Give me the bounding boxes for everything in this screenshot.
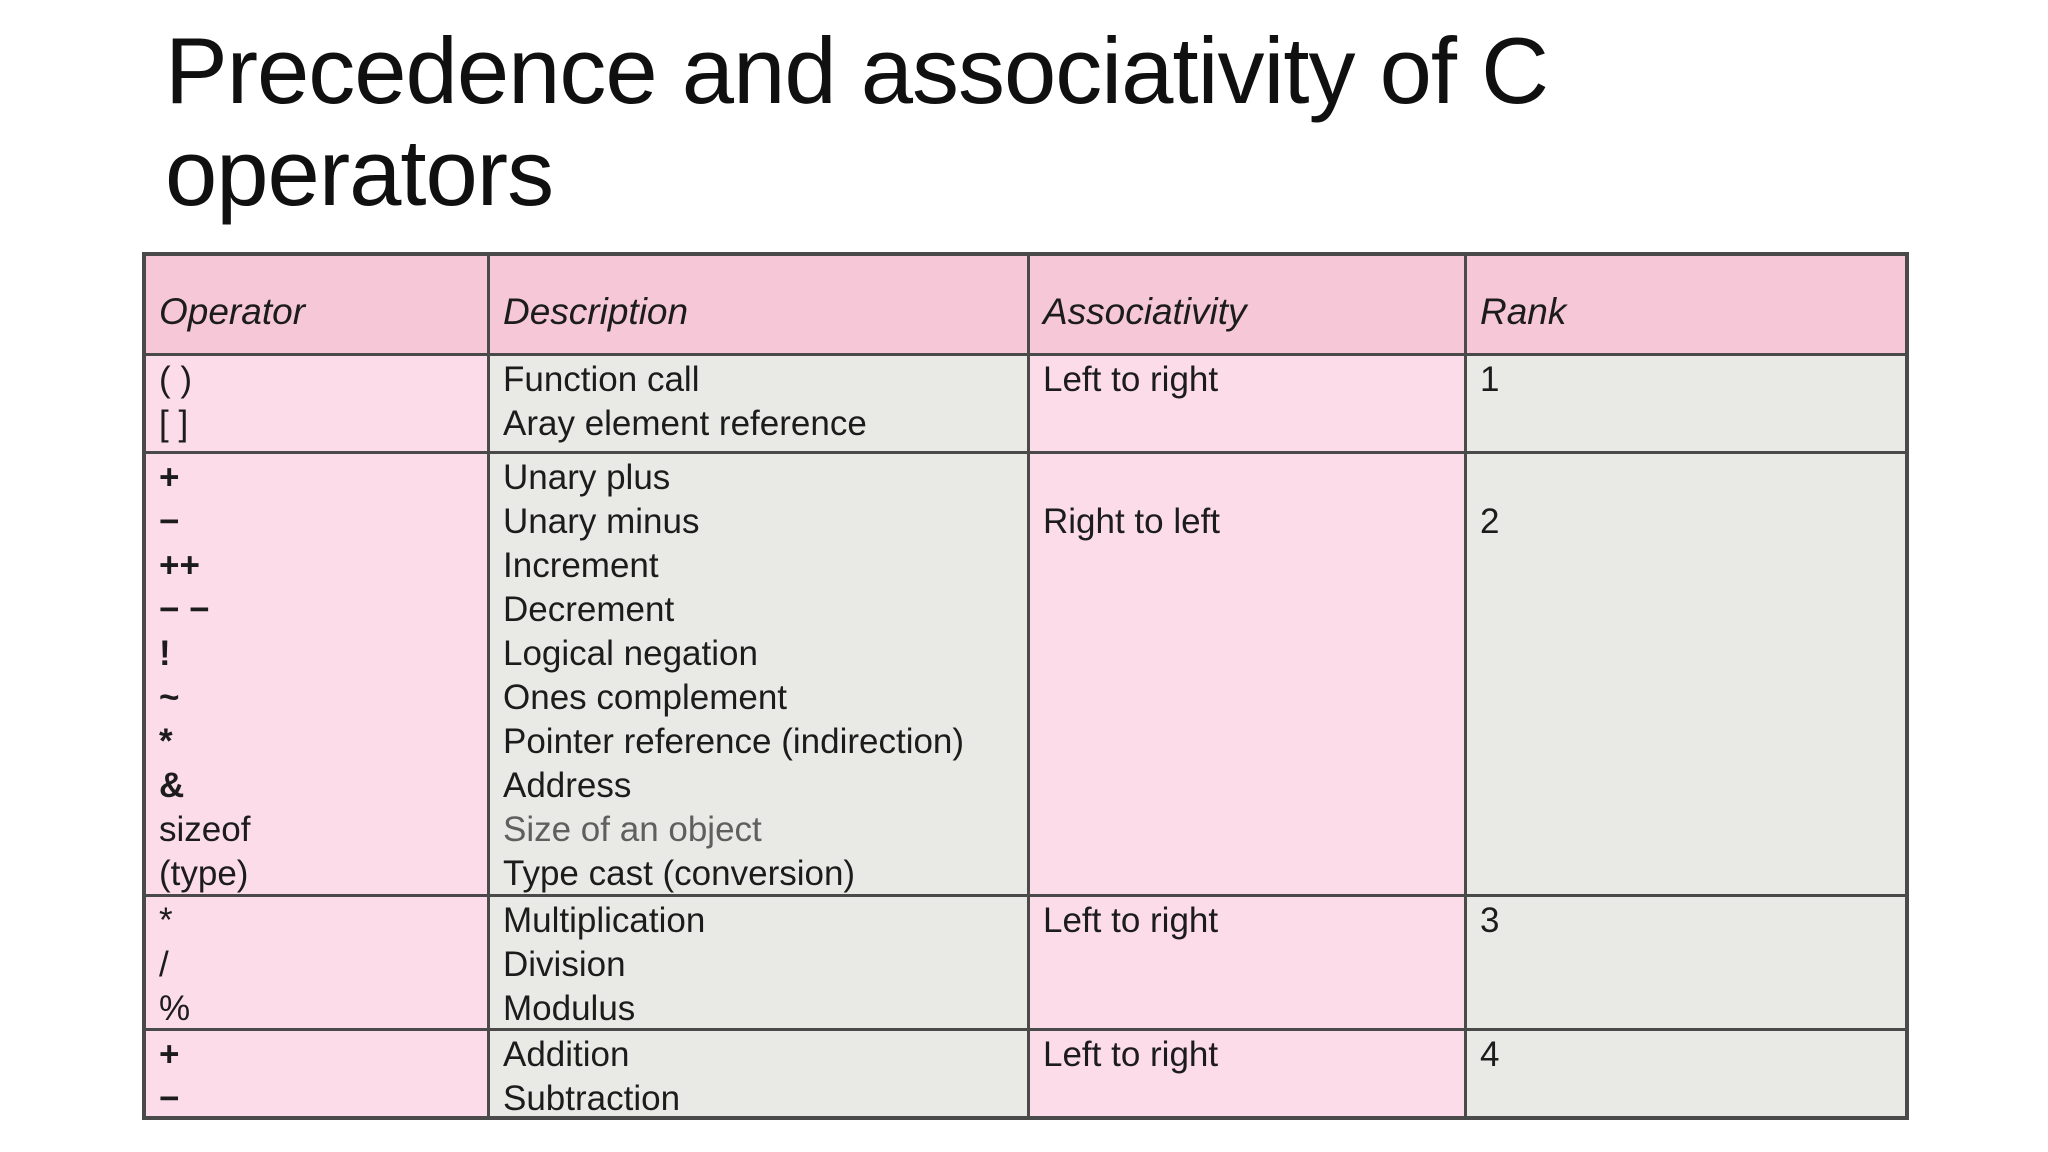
operator-symbol: & — [159, 766, 185, 805]
description-line: Division — [503, 945, 626, 984]
rank-value: 1 — [1480, 360, 1500, 399]
column-header-operator: Operator — [146, 256, 487, 353]
description-line: Type cast (conversion) — [503, 854, 856, 893]
operator-symbol: sizeof — [159, 810, 251, 849]
operator-symbol: − — [159, 1079, 180, 1116]
operator-symbol: ! — [159, 634, 171, 673]
description-line: Pointer reference (indirection) — [503, 722, 965, 761]
description-line: Multiplication — [503, 901, 706, 940]
operator-symbol: − — [159, 502, 180, 541]
column-header-associativity-label: Associativity — [1043, 290, 1247, 332]
column-header-operator-label: Operator — [159, 290, 306, 332]
description-line: Logical negation — [503, 634, 758, 673]
operator-symbol: + — [159, 458, 180, 497]
associativity-value: Left to right — [1043, 1035, 1219, 1074]
associativity-cell-row-2: Right to left — [1030, 454, 1464, 894]
description-cell-row-3: Multiplication Division Modulus — [490, 897, 1027, 1028]
operator-symbol: / — [159, 945, 169, 984]
description-line: Address — [503, 766, 632, 805]
operator-symbol: ( ) — [159, 360, 193, 399]
operator-cell-row-3: * / % — [146, 897, 487, 1028]
description-line: Increment — [503, 546, 659, 585]
column-header-rank-label: Rank — [1480, 290, 1567, 332]
column-header-rank: Rank — [1467, 256, 1905, 353]
operators-table: Operator Description Associativity Rank … — [142, 252, 1909, 1120]
description-line: Function call — [503, 360, 700, 399]
description-line: Modulus — [503, 989, 636, 1028]
operator-symbol: % — [159, 989, 191, 1028]
description-line: Ones complement — [503, 678, 788, 717]
column-header-description-label: Description — [503, 290, 689, 332]
description-line: Decrement — [503, 590, 675, 629]
associativity-value: Left to right — [1043, 901, 1219, 940]
description-cell-row-1: Function call Aray element reference — [490, 356, 1027, 451]
operator-symbol: − − — [159, 590, 210, 629]
description-cell-row-4: Addition Subtraction — [490, 1031, 1027, 1116]
operator-cell-row-1: ( ) [ ] — [146, 356, 487, 451]
description-line: Subtraction — [503, 1079, 681, 1116]
description-line: Aray element reference — [503, 404, 867, 443]
rank-cell-row-4: 4 — [1467, 1031, 1905, 1116]
operator-symbol: * — [159, 722, 173, 761]
rank-cell-row-3: 3 — [1467, 897, 1905, 1028]
operator-symbol: ~ — [159, 678, 180, 717]
associativity-cell-row-1: Left to right — [1030, 356, 1464, 451]
description-line: Unary minus — [503, 502, 700, 541]
operator-symbol: ++ — [159, 546, 200, 585]
operator-cell-row-2: + − ++ − − ! ~ * & sizeof (type) — [146, 454, 487, 894]
description-line: Addition — [503, 1035, 630, 1074]
operator-symbol: (type) — [159, 854, 249, 893]
operator-cell-row-4: + − — [146, 1031, 487, 1116]
operator-symbol: + — [159, 1035, 180, 1074]
rank-value: 4 — [1480, 1035, 1500, 1074]
description-line: Unary plus — [503, 458, 671, 497]
associativity-value: Left to right — [1043, 360, 1219, 399]
description-line: Size of an object — [503, 810, 762, 849]
description-cell-row-2: Unary plus Unary minus Increment Decreme… — [490, 454, 1027, 894]
associativity-cell-row-4: Left to right — [1030, 1031, 1464, 1116]
rank-cell-row-1: 1 — [1467, 356, 1905, 451]
page-title: Precedence and associativity of C operat… — [165, 18, 1549, 225]
operator-symbol: [ ] — [159, 404, 189, 443]
column-header-description: Description — [490, 256, 1027, 353]
rank-value: 3 — [1480, 901, 1500, 940]
associativity-value: Right to left — [1043, 502, 1221, 541]
column-header-associativity: Associativity — [1030, 256, 1464, 353]
rank-value: 2 — [1480, 502, 1500, 541]
associativity-cell-row-3: Left to right — [1030, 897, 1464, 1028]
operator-symbol: * — [159, 901, 173, 940]
rank-cell-row-2: 2 — [1467, 454, 1905, 894]
